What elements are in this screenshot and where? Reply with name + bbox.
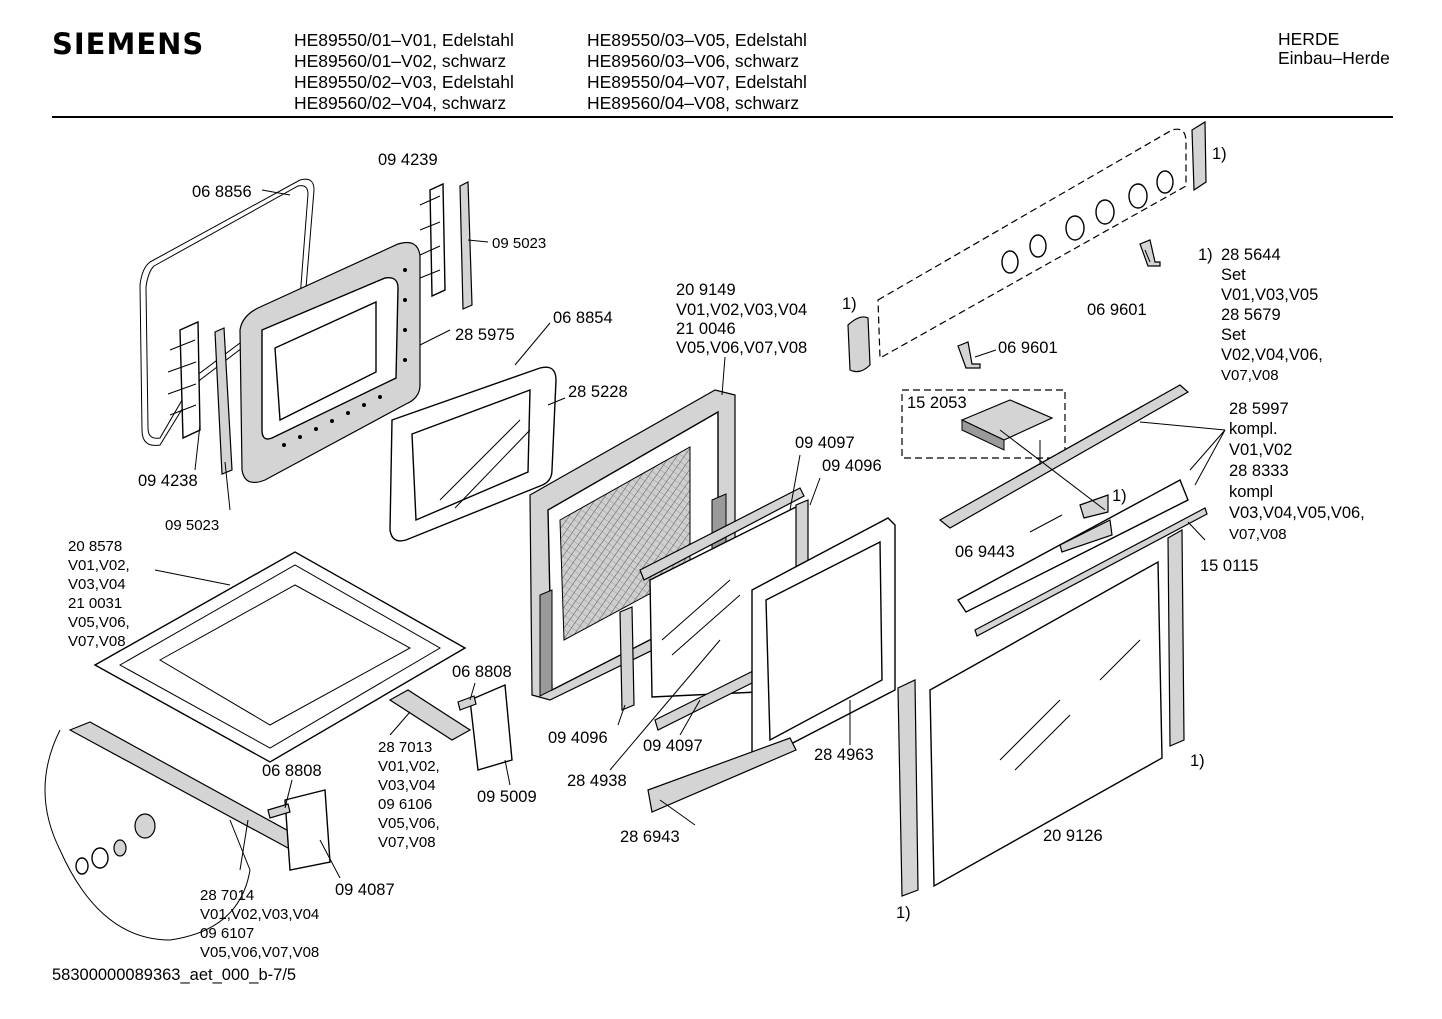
part-label: 28 7014 [200,887,254,904]
part-label: 09 4239 [378,151,438,169]
part-label: V01,V02, [378,758,440,775]
part-label: V02,V04,V06, [1221,346,1323,364]
part-label: V01,V03,V05 [1221,286,1318,304]
model-list-right: HE89550/03–V05, Edelstahl HE89560/03–V06… [587,30,807,114]
part-label: 15 0115 [1200,557,1258,575]
model-entry: HE89560/02–V04, schwarz [294,93,507,113]
document-id: 58300000089363_aet_000_b-7/5 [52,966,297,984]
part-label: 09 5023 [492,235,546,252]
part-label: 06 8808 [452,663,512,681]
part-label: 06 8856 [192,183,252,201]
baking-tray-part [93,551,467,763]
product-category: HERDE Einbau–Herde [1278,30,1390,68]
part-label: 20 9149 [676,281,736,299]
part-label: V05,V06, [68,614,130,631]
part-label: 06 9443 [955,543,1015,561]
part-label: 06 8808 [262,762,322,780]
part-label: 28 5644 [1221,246,1281,264]
door-glass-seal-part [389,366,557,542]
brand-logo: SIEMENS [52,27,205,61]
part-label: Set [1221,326,1246,344]
part-label: 28 4938 [567,772,627,790]
part-label: V03,V04,V05,V06, [1229,504,1365,522]
part-label: 06 9601 [1087,301,1147,319]
part-label: V05,V06, [378,815,440,832]
part-label: V03,V04 [378,777,436,794]
part-label: 28 5997 [1229,400,1289,418]
part-label: 20 8578 [68,538,122,555]
left-hinge-part [167,320,233,475]
footnote-marker: 1) [1190,752,1205,770]
control-panel-part [847,120,1207,373]
footnote-marker: 1) [842,295,857,313]
part-label: 20 9126 [1043,827,1103,845]
part-label: Set [1221,266,1246,284]
part-label: 09 4097 [795,434,855,452]
model-entry: HE89560/04–V08, schwarz [587,93,800,113]
part-label: V01,V02,V03,V04 [200,906,319,923]
door-seal-part [139,178,315,446]
part-label: V01,V02 [1229,441,1292,459]
category-label: HERDE [1278,29,1340,49]
part-label: V05,V06,V07,V08 [200,944,319,961]
model-entry: HE89550/01–V01, Edelstahl [294,30,514,50]
front-glass-part [897,528,1185,897]
part-label: 15 2053 [907,394,967,412]
part-label: 28 8333 [1229,462,1289,480]
footnote-marker: 1) [1112,487,1127,505]
model-entry: HE89560/01–V02, schwarz [294,51,507,71]
footnote-marker: 1) [896,904,911,922]
part-labels: 06 8856 09 4239 09 5023 28 5975 06 8854 … [68,145,1365,961]
part-label: 28 6943 [620,828,680,846]
part-label: V07,V08 [378,834,436,851]
outer-door-frame-part [647,517,896,813]
part-label: V01,V02, [68,557,130,574]
model-entry: HE89550/02–V03, Edelstahl [294,72,514,92]
part-label: 09 4097 [643,737,703,755]
part-label: 06 8854 [553,309,613,327]
detail-magnifier [44,729,251,941]
telescopic-rail-part [68,683,513,871]
ventilation-rail-part [938,384,1208,637]
part-label: 28 5679 [1221,306,1281,324]
part-label: 06 9601 [998,339,1058,357]
part-label: V07,V08 [1221,367,1279,384]
part-label: kompl [1229,483,1273,501]
part-label: 1) [1198,246,1213,264]
footnote-marker: 1) [1212,145,1227,163]
top-hinge-part [419,181,473,310]
part-label: V05,V06,V07,V08 [676,339,807,357]
model-entry: HE89550/04–V07, Edelstahl [587,72,807,92]
part-label: 28 5975 [455,326,515,344]
part-label: 09 5023 [165,517,219,534]
model-entry: HE89550/03–V05, Edelstahl [587,30,807,50]
inner-door-frame-part [239,241,421,483]
part-label: V07,V08 [1229,526,1287,543]
model-entry: HE89560/03–V06, schwarz [587,51,800,71]
header-divider [52,116,1393,118]
part-label: 09 4096 [548,729,608,747]
part-label: 28 7013 [378,739,432,756]
part-label: 09 4096 [822,457,882,475]
leader-lines [154,189,1226,879]
part-label: 09 4087 [335,881,395,899]
part-label: 28 4963 [814,746,874,764]
part-label: 21 0031 [68,595,122,612]
part-label: V03,V04 [68,576,126,593]
part-label: 21 0046 [676,320,736,338]
part-label: V01,V02,V03,V04 [676,301,807,319]
model-list-left: HE89550/01–V01, Edelstahl HE89560/01–V02… [294,30,514,114]
part-label: 09 5009 [477,788,537,806]
part-label: 09 6106 [378,796,432,813]
part-label: 28 5228 [568,383,628,401]
subcategory-label: Einbau–Herde [1278,48,1390,68]
part-label: V07,V08 [68,633,126,650]
part-label: 09 4238 [138,472,198,490]
part-label: kompl. [1229,420,1278,438]
part-label: 09 6107 [200,925,254,942]
